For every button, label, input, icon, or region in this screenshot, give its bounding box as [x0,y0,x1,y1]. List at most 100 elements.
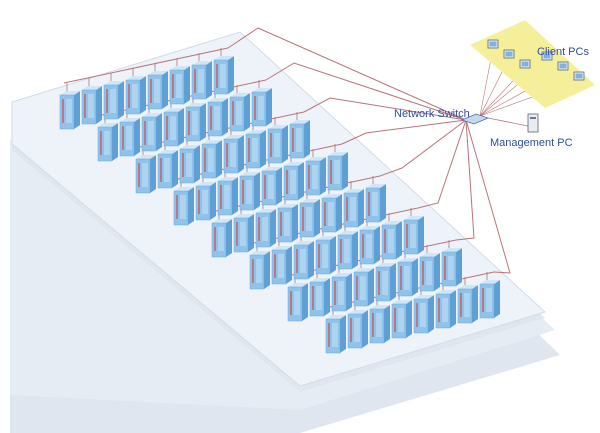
server-cabinet-indicator [334,281,336,305]
server-cabinet-panel [154,79,160,103]
server-cabinet-indicator [216,64,218,88]
server-cabinet-side [308,241,314,279]
server-cabinet-top [382,221,402,225]
server-cabinet-indicator [160,158,162,182]
server-cabinet-panel [246,180,252,204]
server-cabinet-side [178,108,184,146]
server-cabinet-panel [442,298,448,322]
server-cabinet-indicator [258,217,260,241]
server-cabinet-panel [426,261,432,285]
client-pc-screen [575,73,583,79]
server-cabinet-panel [338,281,344,305]
row-trunk-cable [455,119,475,241]
server-cabinet-top [294,241,314,245]
server-cabinet-top [370,305,390,309]
server-cabinet-indicator [438,298,440,322]
server-cabinet-panel [236,101,242,125]
server-cabinet-indicator [242,180,244,204]
server-cabinet-indicator [204,148,206,172]
server-cabinet-side [140,76,146,114]
server-cabinet-panel [420,303,426,327]
client-pcs-area [470,20,595,108]
server-cabinet-side [162,71,168,109]
server-cabinet-panel [192,111,198,135]
server-cabinet-top [126,76,146,80]
server-cabinet-top [262,167,282,171]
server-cabinet-top [366,184,386,188]
server-cabinet-side [352,231,358,269]
server-cabinet-panel [328,202,334,226]
server-cabinet-top [240,172,260,176]
server-cabinet-top [284,162,304,166]
server-cabinet-panel [148,121,154,145]
server-cabinet-side [298,162,304,200]
server-cabinet-side [292,204,298,242]
server-cabinet-indicator [318,244,320,268]
client-pc-screen [521,61,529,67]
server-cabinet-side [330,236,336,274]
server-cabinet-indicator [290,291,292,315]
server-cabinet-indicator [444,256,446,280]
server-cabinet-top [268,125,288,129]
server-cabinet-panel [66,99,72,123]
server-cabinet-side [156,113,162,151]
server-cabinet-indicator [368,192,370,216]
server-cabinet-indicator [220,185,222,209]
server-cabinet-side [134,118,140,156]
server-cabinet-side [266,88,272,126]
server-cabinet-top [376,263,396,267]
server-cabinet-indicator [460,293,462,317]
server-cabinet-panel [240,222,246,246]
server-cabinet-indicator [372,313,374,337]
server-cabinet-indicator [328,323,330,347]
server-cabinet-top [170,66,190,70]
server-cabinet-indicator [214,227,216,251]
server-cabinet-top [256,209,276,213]
server-cabinet-panel [382,271,388,295]
server-cabinet-top [82,86,102,90]
server-cabinet-indicator [172,74,174,98]
server-cabinet-indicator [286,170,288,194]
server-cabinet-top [288,283,308,287]
server-cabinet-side [216,140,222,178]
server-cabinet-panel [296,128,302,152]
server-cabinet-panel [132,84,138,108]
server-cabinet-indicator [106,89,108,113]
server-cabinet-side [412,258,418,296]
server-cabinet-side [270,209,276,247]
server-cabinet-side [324,278,330,316]
server-cabinet-panel [220,64,226,88]
server-cabinet-side [112,123,118,161]
server-cabinet-top [332,273,352,277]
server-cabinet-indicator [406,224,408,248]
server-cabinet-panel [354,318,360,342]
server-cabinet-indicator [236,222,238,246]
server-cabinet-top [480,280,500,284]
client-pc-screen [489,41,497,47]
server-cabinet-panel [170,116,176,140]
server-cabinet-panel [180,195,186,219]
server-cabinet-top [224,135,244,139]
server-cabinet-side [396,221,402,259]
server-cabinet-panel [208,148,214,172]
client-pc-screen [505,51,513,57]
server-cabinet-side [200,103,206,141]
row-trunk-cable [227,27,467,121]
server-cabinet-indicator [264,175,266,199]
client-pc-screen [543,53,551,59]
server-cabinet-indicator [128,84,130,108]
server-cabinet-side [194,145,200,183]
server-cabinet-side [336,194,342,232]
server-cabinet-top [300,199,320,203]
server-cabinet-side [340,315,346,353]
server-cabinet-side [406,300,412,338]
server-cabinet-side [244,93,250,131]
server-cabinet-top [344,189,364,193]
server-cabinet-panel [312,165,318,189]
server-cabinet-panel [104,131,110,155]
server-cabinet-side [380,184,386,222]
server-cabinet-side [118,81,124,119]
server-cabinet-top [310,278,330,282]
server-cabinet-side [184,66,190,104]
server-cabinet-indicator [378,271,380,295]
